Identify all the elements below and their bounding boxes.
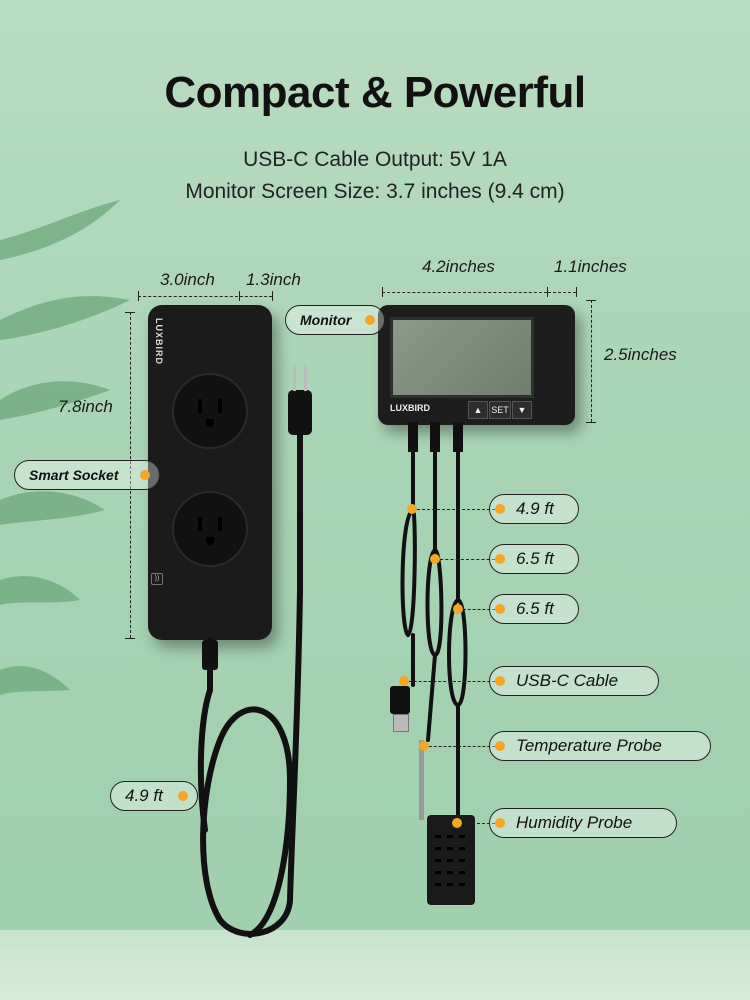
socket-depth-line <box>240 296 272 297</box>
monitor-cables-image <box>400 422 468 822</box>
cable-marker-5 <box>419 741 429 751</box>
cable-marker-1 <box>407 504 417 514</box>
monitor-depth-label: 1.1inches <box>554 257 627 276</box>
cable-marker-6 <box>452 818 462 828</box>
monitor-depth-line <box>548 292 576 293</box>
spec-screen-size: Monitor Screen Size: 3.7 inches (9.4 cm) <box>185 180 565 203</box>
pill-dot <box>495 818 505 828</box>
socket-height-label: 7.8inch <box>58 397 113 416</box>
pill-dot <box>495 504 505 514</box>
tick <box>125 638 135 639</box>
cable-label-usb-c: USB-C Cable <box>489 666 659 696</box>
tick <box>138 291 139 301</box>
tick <box>125 312 135 313</box>
tick <box>239 291 240 301</box>
usb-c-plug <box>390 686 410 734</box>
leader-line <box>404 681 500 682</box>
tick <box>576 287 577 297</box>
monitor-label: Monitor <box>285 305 385 335</box>
socket-width-label: 3.0inch <box>160 270 215 289</box>
monitor-width-label: 4.2inches <box>422 257 495 276</box>
set-button: SET <box>489 401 511 419</box>
cable-label-temperature-probe: Temperature Probe <box>489 731 711 761</box>
humidity-probe <box>427 815 475 905</box>
outlet-1 <box>172 373 248 449</box>
down-button: ▼ <box>512 401 532 419</box>
pill-dot <box>495 604 505 614</box>
tick <box>586 300 596 301</box>
leader-line <box>412 509 500 510</box>
plant-leaves-image <box>0 200 130 695</box>
cord-length-marker <box>178 791 188 801</box>
power-cord-image <box>197 365 312 938</box>
cable-marker-3 <box>453 604 463 614</box>
socket-height-line <box>130 312 131 638</box>
temperature-probe-tip <box>419 740 424 820</box>
monitor-height-label: 2.5inches <box>604 345 677 364</box>
monitor-marker <box>365 315 375 325</box>
socket-width-line <box>138 296 238 297</box>
smart-socket-label: Smart Socket <box>14 460 160 490</box>
cable-marker-4 <box>399 676 409 686</box>
pill-dot <box>495 676 505 686</box>
page-title: Compact & Powerful <box>164 68 586 117</box>
monitor-device: LUXBIRD ▲ SET ▼ <box>378 305 575 425</box>
socket-depth-label: 1.3inch <box>246 270 301 289</box>
pill-dot <box>495 741 505 751</box>
monitor-brand: LUXBIRD <box>390 403 430 413</box>
cord-length-label: 4.9 ft <box>110 781 198 811</box>
leader-line <box>458 609 500 610</box>
leader-line <box>457 823 500 824</box>
monitor-height-line <box>591 300 592 422</box>
monitor-screen <box>390 317 534 398</box>
cable-marker-2 <box>430 554 440 564</box>
tick <box>382 287 383 297</box>
outlet-2 <box>172 491 248 567</box>
cable-label-humidity-probe: Humidity Probe <box>489 808 677 838</box>
tick <box>586 422 596 423</box>
tick <box>272 291 273 301</box>
leader-line <box>424 746 500 747</box>
wifi-icon: )) <box>151 573 163 585</box>
socket-brand: LUXBIRD <box>154 318 164 365</box>
pill-dot <box>495 554 505 564</box>
monitor-width-line <box>382 292 547 293</box>
leader-line <box>435 559 500 560</box>
up-button: ▲ <box>468 401 488 419</box>
tick <box>547 287 548 297</box>
spec-usb-output: USB-C Cable Output: 5V 1A <box>243 148 507 171</box>
smart-socket-marker <box>140 470 150 480</box>
smart-socket: )) <box>148 305 272 640</box>
floor <box>0 930 750 1000</box>
